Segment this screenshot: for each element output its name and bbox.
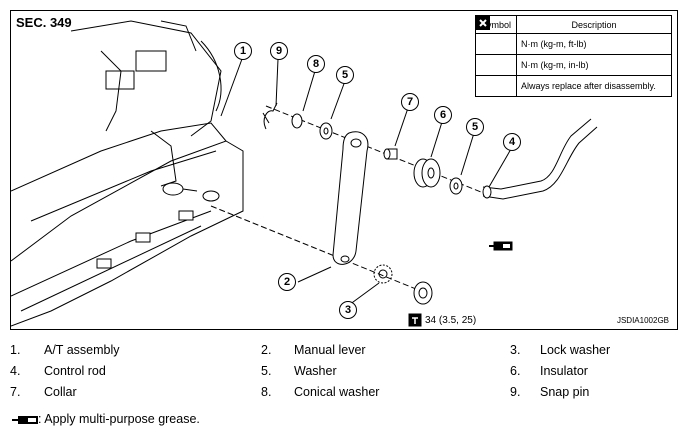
manual-lever-drawing [332,131,369,265]
torque-wrench-inlb-icon [475,15,517,76]
part-name: Conical washer [294,385,380,399]
callout-1: 1 [234,42,252,60]
at-assembly-drawing [11,20,244,327]
part-number: 6. [510,364,521,378]
section-label: SEC. 349 [16,15,72,30]
grease-note: : Apply multi-purpose grease. [12,412,200,426]
figure-id: JSDIA1002GB [616,316,669,325]
part-number: 4. [10,364,21,378]
snap-pin-drawing [262,102,278,130]
replace-icon [475,15,517,97]
callout-5b: 5 [466,118,484,136]
nut-drawing [413,281,433,305]
torque-wrench-icon [408,313,422,327]
part-number: 8. [261,385,272,399]
grease-note-text: : Apply multi-purpose grease. [38,412,200,426]
legend-header-description: Description [516,15,672,34]
conical-washer-drawing [291,113,303,129]
lock-washer-drawing [373,264,393,284]
part-number: 7. [10,385,21,399]
part-name: Collar [44,385,77,399]
grease-symbol-icon [12,415,38,424]
parts-row: 7. Collar 8. Conical washer 9. Snap pin [10,385,680,406]
part-number: 3. [510,343,521,357]
washer-drawing [449,177,463,195]
parts-row: 4. Control rod 5. Washer 6. Insulator [10,364,680,385]
legend-desc-ftlb: N·m (kg-m, ft-lb) [516,33,672,55]
callout-3: 3 [339,301,357,319]
part-number: 2. [261,343,272,357]
part-number: 9. [510,385,521,399]
diagram-drawing [11,20,598,327]
exploded-diagram: SEC. 349 Symbol Description N·m (kg-m, f… [10,10,678,330]
part-name: A/T assembly [44,343,120,357]
part-name: Snap pin [540,385,590,399]
grease-symbol-icon [489,241,513,251]
callout-9: 9 [270,42,288,60]
part-name: Control rod [44,364,106,378]
callout-8: 8 [307,55,325,73]
part-name: Insulator [540,364,588,378]
part-name: Manual lever [294,343,366,357]
callout-2: 2 [278,273,296,291]
callout-4: 4 [503,133,521,151]
torque-wrench-icon [475,15,517,55]
part-number: 1. [10,343,21,357]
control-rod-drawing [482,118,598,200]
part-name: Washer [294,364,337,378]
torque-spec: 34 (3.5, 25) [425,315,477,326]
symbol-legend: Symbol Description N·m (kg-m, ft-lb) N·m… [475,15,672,97]
callout-6: 6 [434,106,452,124]
callout-7: 7 [401,93,419,111]
legend-desc-inlb: N·m (kg-m, in-lb) [516,54,672,76]
part-number: 5. [261,364,272,378]
legend-desc-replace: Always replace after disassembly. [516,75,672,97]
parts-row: 1. A/T assembly 2. Manual lever 3. Lock … [10,343,680,364]
callout-5a: 5 [336,66,354,84]
part-name: Lock washer [540,343,611,357]
insulator-drawing [413,158,441,188]
parts-list: 1. A/T assembly 2. Manual lever 3. Lock … [10,343,680,406]
washer-drawing [319,122,333,140]
